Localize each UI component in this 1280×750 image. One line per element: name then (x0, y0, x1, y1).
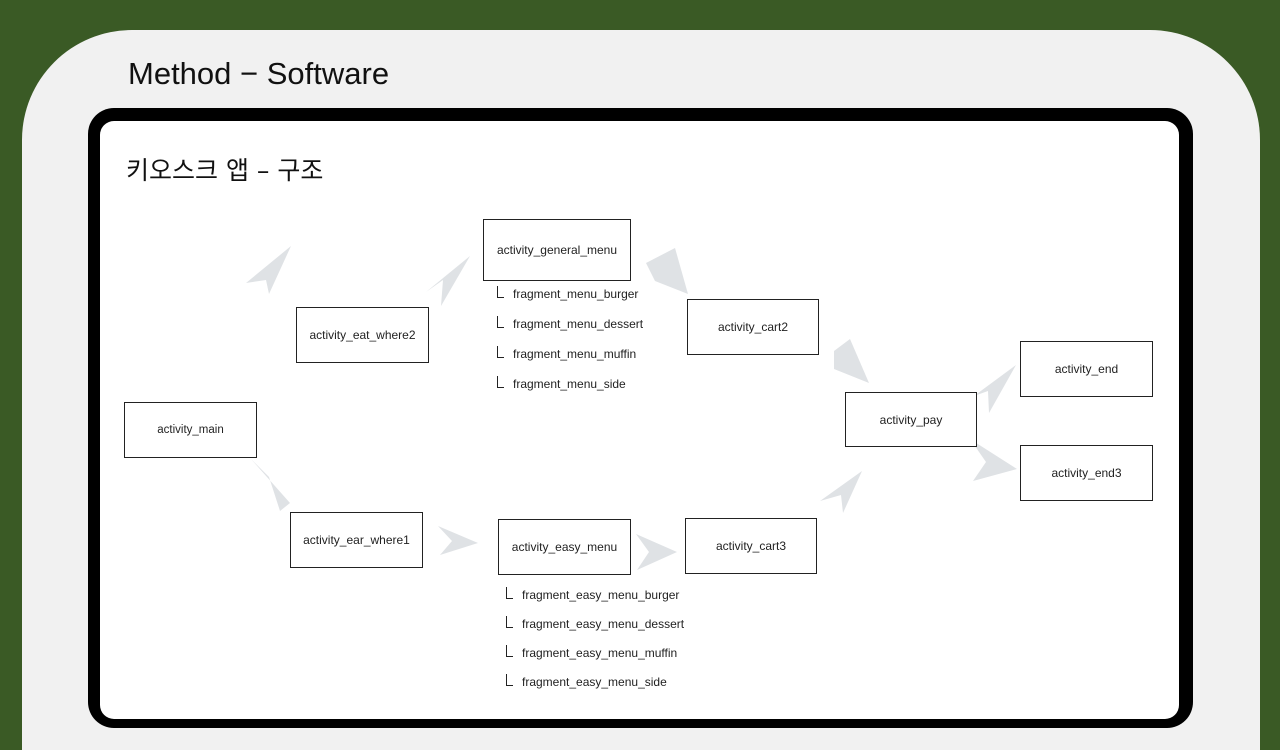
tablet-frame: 키오스크 앱 – 구조 activity_general_menu activi… (88, 108, 1193, 728)
arrow-easy-menu-to-cart3 (636, 534, 677, 570)
tree-corner-icon (506, 587, 513, 599)
general-menu-fragment-item: fragment_menu_muffin (497, 346, 636, 361)
tree-corner-icon (506, 645, 513, 657)
fragment-label: fragment_menu_muffin (513, 347, 637, 361)
tablet-screen: 키오스크 앱 – 구조 activity_general_menu activi… (100, 121, 1179, 719)
fragment-label: fragment_easy_menu_side (522, 675, 667, 689)
tree-corner-icon (497, 316, 504, 328)
tree-corner-icon (497, 286, 504, 298)
node-activity-end3: activity_end3 (1020, 445, 1153, 501)
arrow-eat-where2-to-general-menu (426, 256, 470, 306)
arrow-cart3-to-pay (820, 471, 862, 513)
arrow-cart2-to-pay (834, 339, 869, 383)
node-activity-cart3: activity_cart3 (685, 518, 817, 574)
arrow-pay-to-end (974, 365, 1016, 413)
easy-menu-fragment-item: fragment_easy_menu_side (506, 674, 667, 689)
node-activity-cart2: activity_cart2 (687, 299, 819, 355)
fragment-label: fragment_menu_dessert (513, 317, 644, 331)
fragment-label: fragment_menu_side (513, 377, 626, 391)
node-activity-ear-where1: activity_ear_where1 (290, 512, 423, 568)
arrow-pay-to-end3 (970, 439, 1017, 481)
arrow-main-to-ear-where1 (251, 459, 290, 511)
tree-corner-icon (497, 346, 504, 358)
fragment-label: fragment_easy_menu_muffin (522, 646, 678, 660)
general-menu-fragment-item: fragment_menu_side (497, 376, 626, 391)
easy-menu-fragment-item: fragment_easy_menu_dessert (506, 616, 684, 631)
fragment-label: fragment_menu_burger (513, 287, 639, 301)
general-menu-fragment-item: fragment_menu_burger (497, 286, 638, 301)
node-activity-end: activity_end (1020, 341, 1153, 397)
tree-corner-icon (506, 616, 513, 628)
tree-corner-icon (497, 376, 504, 388)
easy-menu-fragment-item: fragment_easy_menu_muffin (506, 645, 677, 660)
screen-heading: 키오스크 앱 – 구조 (126, 156, 324, 185)
arrow-general-menu-to-cart2 (646, 248, 688, 294)
easy-menu-fragment-item: fragment_easy_menu_burger (506, 587, 679, 602)
node-activity-easy-menu: activity_easy_menu (498, 519, 631, 575)
arrow-main-to-eat-where2 (246, 246, 291, 294)
node-activity-pay: activity_pay (845, 392, 977, 447)
node-activity-general-menu: activity_general_menu (483, 219, 631, 281)
node-activity-eat-where2: activity_eat_where2 (296, 307, 429, 363)
slide-title: Method − Software (128, 56, 390, 91)
fragment-label: fragment_easy_menu_burger (522, 588, 680, 602)
general-menu-fragment-item: fragment_menu_dessert (497, 316, 643, 331)
node-activity-main: activity_main (124, 402, 257, 458)
tree-corner-icon (506, 674, 513, 686)
arrow-ear-where1-to-easy-menu (438, 526, 478, 555)
arrow-layer (246, 246, 1017, 570)
fragment-label: fragment_easy_menu_dessert (522, 617, 685, 631)
